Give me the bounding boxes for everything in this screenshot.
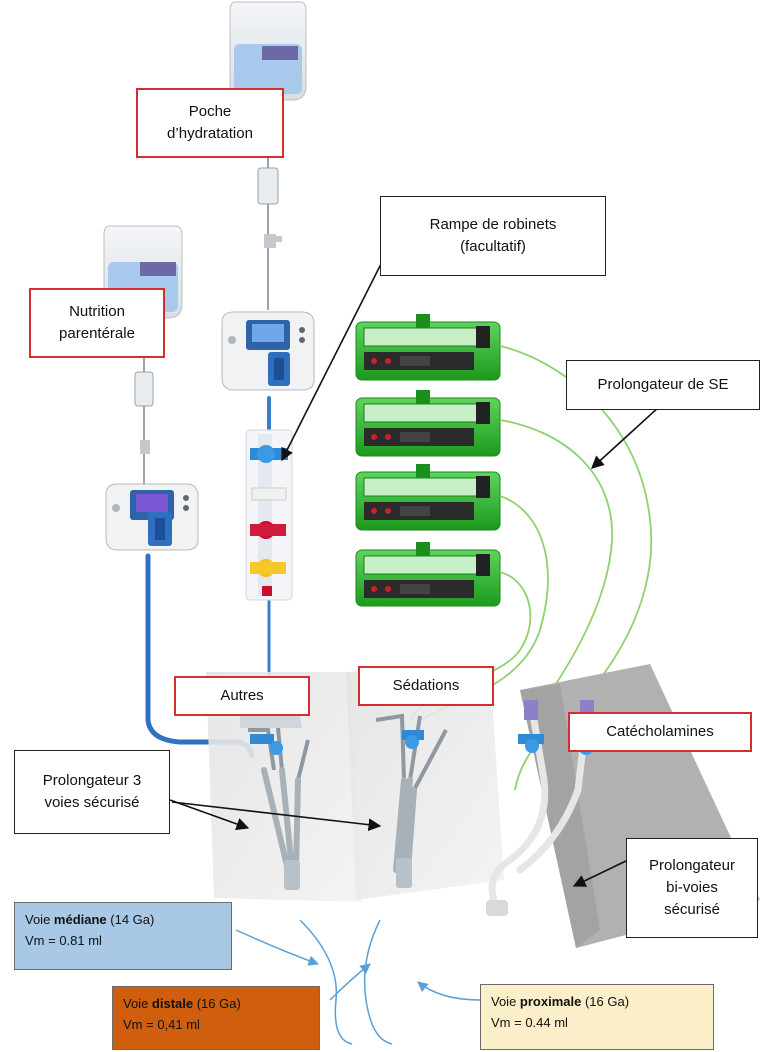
- label-prolongateur-3-line1: Prolongateur 3: [42, 772, 142, 789]
- voie-proximale-box: Voie proximale (16 Ga) Vm = 0.44 ml: [480, 984, 714, 1050]
- label-prolongateur-bi-line3: sécurisé: [664, 901, 720, 918]
- syringe-pump-icon: [355, 464, 501, 531]
- drip-chamber-icon: [257, 112, 282, 310]
- label-catecholamines-text: Catécholamines: [606, 723, 714, 740]
- infusion-pump-icon: [105, 483, 199, 551]
- callout-arrows: [169, 261, 661, 887]
- label-sedations-text: Sédations: [392, 677, 460, 694]
- extension-set-icon: [346, 668, 504, 900]
- voie-proximale-title: Voie proximale (16 Ga): [491, 991, 703, 1012]
- label-rampe-line2: (facultatif): [460, 238, 526, 255]
- label-rampe-line1: Rampe de robinets: [429, 216, 557, 233]
- label-sedations: Sédations: [358, 666, 494, 706]
- extension-set-icon: [206, 672, 362, 902]
- voie-mediane-box: Voie médiane (14 Ga) Vm = 0.81 ml: [14, 902, 232, 970]
- label-poche-line1: Poche: [188, 103, 232, 120]
- voie-arrows: [235, 919, 481, 1045]
- voie-distale-box: Voie distale (16 Ga) Vm = 0,41 ml: [112, 986, 320, 1050]
- voie-proximale-gauge: (16 Ga): [581, 994, 630, 1009]
- label-nutrition-line2: parentérale: [59, 325, 135, 342]
- voie-distale-volume: Vm = 0,41 ml: [123, 1017, 200, 1032]
- voie-mediane-prefix: Voie: [25, 912, 54, 927]
- label-rampe-robinets: Rampe de robinets (facultatif): [380, 196, 606, 276]
- voie-proximale-prefix: Voie: [491, 994, 520, 1009]
- label-prolongateur-bi-line1: Prolongateur: [649, 857, 735, 874]
- voie-mediane-name: médiane: [53, 912, 107, 927]
- label-prolongateur-bi-voies: Prolongateur bi-voies sécurisé: [626, 838, 758, 938]
- syringe-pump-icon: [355, 314, 501, 381]
- syringe-pump-group: [355, 314, 501, 607]
- label-prolongateur-se-text: Prolongateur de SE: [597, 376, 729, 393]
- label-catecholamines: Catécholamines: [568, 712, 752, 752]
- voie-proximale-name: proximale: [519, 994, 582, 1009]
- infusion-pump-icon: [221, 311, 315, 391]
- voie-distale-gauge: (16 Ga): [193, 996, 241, 1011]
- label-prolongateur-3-voies: Prolongateur 3 voies sécurisé: [14, 750, 170, 834]
- voie-mediane-volume: Vm = 0.81 ml: [25, 933, 102, 948]
- voie-mediane-title: Voie médiane (14 Ga): [25, 909, 221, 930]
- stopcock-manifold-icon: [245, 429, 293, 601]
- label-prolongateur-se: Prolongateur de SE: [566, 360, 760, 410]
- drip-chamber-icon: [134, 340, 154, 484]
- voie-distale-name: distale: [151, 996, 194, 1011]
- syringe-pump-icon: [355, 390, 501, 457]
- label-nutrition-line1: Nutrition: [69, 303, 125, 320]
- syringe-pump-icon: [355, 542, 501, 607]
- label-prolongateur-3-line2: voies sécurisé: [44, 794, 140, 811]
- label-prolongateur-bi-line2: bi-voies: [666, 879, 718, 896]
- label-poche-line2: d’hydratation: [167, 125, 253, 142]
- voie-distale-title: Voie distale (16 Ga): [123, 993, 309, 1014]
- voie-proximale-volume: Vm = 0.44 ml: [491, 1015, 568, 1030]
- label-autres: Autres: [174, 676, 310, 716]
- iv-bag-icon: [229, 1, 307, 112]
- label-nutrition-parenterale: Nutrition parentérale: [29, 288, 165, 358]
- label-poche-hydratation: Poche d’hydratation: [136, 88, 284, 158]
- label-autres-text: Autres: [220, 687, 264, 704]
- voie-mediane-gauge: (14 Ga): [106, 912, 155, 927]
- voie-distale-prefix: Voie: [123, 996, 152, 1011]
